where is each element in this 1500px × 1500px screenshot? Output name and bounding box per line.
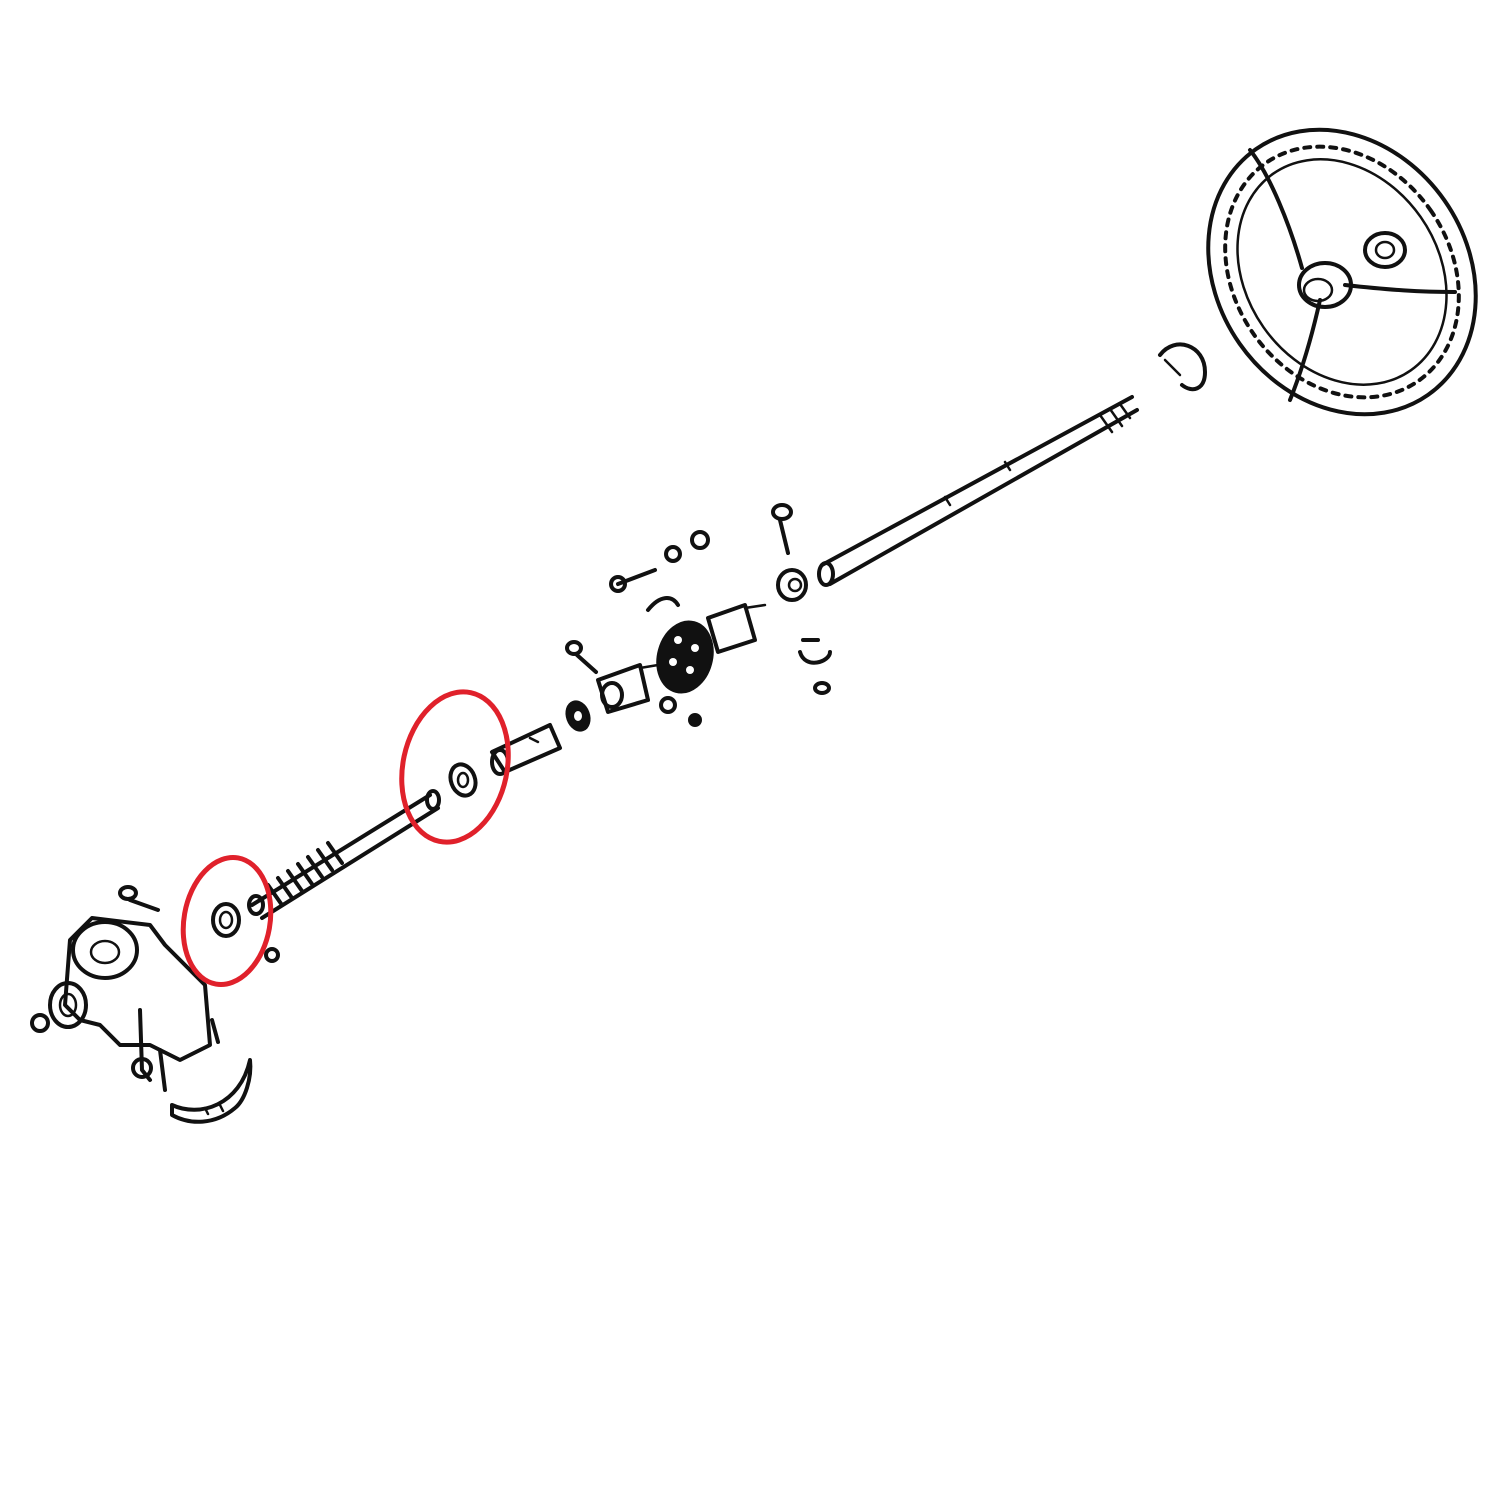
upper-steering-shaft [817, 395, 1139, 587]
steering-wheel [1206, 127, 1478, 417]
pinch-bolt-upper [771, 503, 832, 695]
universal-joint-upper [609, 530, 767, 654]
pinch-bolt-lower [565, 640, 598, 674]
wheel-nut [1363, 231, 1407, 269]
bearing-ring [211, 902, 241, 938]
universal-joint-lower [596, 663, 660, 714]
thrust-washer [448, 762, 478, 798]
gearbox-mount-clamp [170, 1058, 253, 1124]
highlight-circle-upper-washer [399, 689, 511, 845]
highlight-circle-lower-bearing [180, 855, 274, 987]
flexible-coupling-disc [656, 620, 714, 727]
steering-gearbox [30, 885, 280, 1092]
bushing-spacer [565, 700, 591, 732]
column-clamp-upper [1158, 342, 1207, 392]
worm-gear [247, 841, 344, 916]
